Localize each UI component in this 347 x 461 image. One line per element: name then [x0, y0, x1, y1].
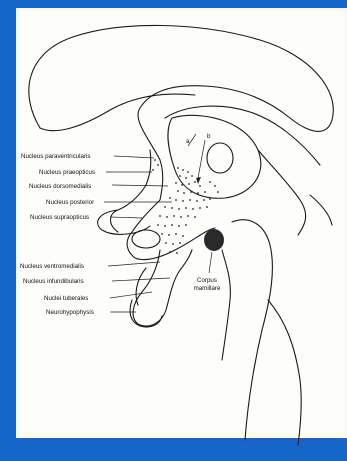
marker-a: a: [186, 138, 190, 145]
adenohypophysis-lobe: [136, 268, 146, 305]
label-corpus-mamillare-line1: Corpus: [197, 277, 217, 284]
brainstem-front: [222, 250, 230, 360]
corpus-mamillare-shape: [204, 229, 224, 251]
arrow-b-line: [198, 140, 205, 178]
infundibulum-stalk: [133, 250, 192, 326]
label-nucleus-dorsomedialis: Nucleus dorsomedialis: [29, 183, 91, 190]
label-corpus-mamillare-line2: mamillare: [194, 285, 221, 292]
hypothalamus-wall: [127, 160, 215, 260]
label-nucleus-praeopticus: Nucleus praeopticus: [39, 169, 95, 176]
label-nucleus-infundibularis: Nucleus infundibularis: [23, 278, 84, 285]
label-neurohypophysis: Neurohypophysis: [46, 309, 94, 316]
cerebellum-edge: [310, 195, 332, 225]
arrow-b-head: [196, 177, 201, 184]
label-nuclei-tuberales: Nuclei tuberales: [44, 295, 88, 302]
pons-outline: [268, 300, 301, 445]
label-nucleus-supraopticus: Nucleus supraopticus: [30, 214, 89, 221]
corpus-callosum-outline: [29, 25, 333, 160]
marker-b: b: [207, 133, 211, 140]
label-nucleus-paraventricularis: Nucleus paraventricularis: [21, 153, 90, 160]
label-nucleus-ventromedialis: Nucleus ventromedialis: [20, 263, 84, 270]
lamina-terminalis: [111, 150, 151, 232]
fornix-outline: [40, 94, 195, 131]
brainstem-outline: [232, 220, 272, 440]
label-nucleus-posterior: Nucleus posterior: [46, 199, 94, 206]
interthalamic-adhesion: [207, 143, 233, 173]
optic-nerve: [132, 230, 160, 248]
midbrain-back: [258, 150, 306, 235]
